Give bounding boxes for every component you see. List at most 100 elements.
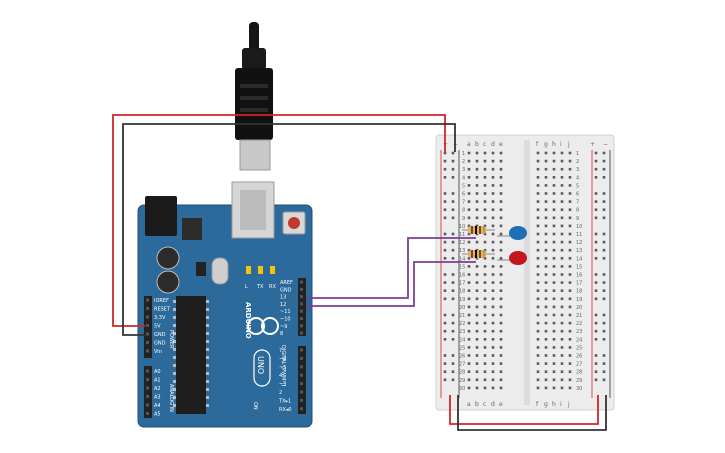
breadboard-hole[interactable] xyxy=(499,232,503,236)
breadboard-hole[interactable] xyxy=(568,151,572,155)
rail-hole[interactable] xyxy=(594,151,598,155)
digital-pin[interactable] xyxy=(300,295,303,299)
breadboard-hole[interactable] xyxy=(552,386,556,390)
rail-hole[interactable] xyxy=(451,370,455,373)
breadboard-hole[interactable] xyxy=(483,184,487,187)
rail-hole[interactable] xyxy=(443,297,447,301)
breadboard-hole[interactable] xyxy=(499,346,503,349)
digital-header-bottom[interactable] xyxy=(298,346,306,414)
rail-hole[interactable] xyxy=(451,248,455,252)
breadboard-hole[interactable] xyxy=(552,224,556,228)
rail-hole[interactable] xyxy=(443,208,447,211)
breadboard-hole[interactable] xyxy=(499,192,503,195)
breadboard-hole[interactable] xyxy=(475,289,479,292)
breadboard-hole[interactable] xyxy=(568,184,572,187)
breadboard-hole[interactable] xyxy=(544,346,548,349)
rail-hole[interactable] xyxy=(451,176,455,179)
rail-hole[interactable] xyxy=(443,313,447,317)
breadboard-hole[interactable] xyxy=(491,200,495,203)
breadboard-hole[interactable] xyxy=(491,216,495,220)
analog-pin[interactable] xyxy=(146,378,149,381)
rail-hole[interactable] xyxy=(594,176,598,179)
digital-pin[interactable] xyxy=(300,398,303,402)
breadboard-hole[interactable] xyxy=(568,370,572,373)
breadboard-hole[interactable] xyxy=(552,305,556,309)
breadboard-hole[interactable] xyxy=(560,370,564,373)
breadboard-hole[interactable] xyxy=(467,354,471,357)
breadboard-hole[interactable] xyxy=(568,378,572,382)
breadboard-hole[interactable] xyxy=(544,321,548,325)
digital-pin[interactable] xyxy=(300,317,303,320)
breadboard-hole[interactable] xyxy=(544,354,548,357)
breadboard-hole[interactable] xyxy=(536,176,540,179)
breadboard-hole[interactable] xyxy=(568,289,572,292)
breadboard-hole[interactable] xyxy=(560,297,564,301)
rail-hole[interactable] xyxy=(594,370,598,373)
rail-hole[interactable] xyxy=(594,297,598,301)
breadboard-hole[interactable] xyxy=(536,265,540,268)
breadboard-hole[interactable] xyxy=(536,305,540,309)
breadboard-hole[interactable] xyxy=(544,273,548,276)
digital-pin[interactable] xyxy=(300,390,303,394)
digital-pin[interactable] xyxy=(300,324,303,328)
breadboard-hole[interactable] xyxy=(568,273,572,276)
breadboard-hole[interactable] xyxy=(475,176,479,179)
breadboard-hole[interactable] xyxy=(475,297,479,301)
rail-hole[interactable] xyxy=(602,354,606,357)
rail-hole[interactable] xyxy=(602,378,606,382)
rail-hole[interactable] xyxy=(594,159,598,163)
breadboard-hole[interactable] xyxy=(544,176,548,179)
rail-hole[interactable] xyxy=(443,329,447,333)
digital-pin[interactable] xyxy=(300,373,303,377)
breadboard-hole[interactable] xyxy=(560,159,564,163)
breadboard-hole[interactable] xyxy=(536,370,540,373)
breadboard-hole[interactable] xyxy=(491,346,495,349)
rail-hole[interactable] xyxy=(451,329,455,333)
breadboard-hole[interactable] xyxy=(560,362,564,365)
breadboard-hole[interactable] xyxy=(552,273,556,276)
breadboard-hole[interactable] xyxy=(544,224,548,228)
breadboard-hole[interactable] xyxy=(483,338,487,341)
breadboard-hole[interactable] xyxy=(552,151,556,155)
breadboard-hole[interactable] xyxy=(536,378,540,382)
breadboard-holes[interactable] xyxy=(443,151,606,390)
rail-hole[interactable] xyxy=(443,289,447,292)
breadboard-hole[interactable] xyxy=(560,346,564,349)
rail-hole[interactable] xyxy=(602,297,606,301)
breadboard-hole[interactable] xyxy=(568,216,572,220)
wire-pin13-to-blue-led[interactable] xyxy=(306,237,476,299)
breadboard-hole[interactable] xyxy=(491,313,495,317)
breadboard-hole[interactable] xyxy=(467,232,471,236)
rail-hole[interactable] xyxy=(451,297,455,301)
rail-hole[interactable] xyxy=(443,370,447,373)
breadboard-hole[interactable] xyxy=(560,248,564,252)
digital-pin[interactable] xyxy=(300,407,303,411)
breadboard-hole[interactable] xyxy=(552,338,556,341)
breadboard-hole[interactable] xyxy=(475,224,479,228)
wire-left-power-to-right-power[interactable] xyxy=(449,395,599,425)
rail-hole[interactable] xyxy=(451,281,455,284)
breadboard-hole[interactable] xyxy=(560,273,564,276)
rail-hole[interactable] xyxy=(594,240,598,244)
rail-hole[interactable] xyxy=(602,362,606,365)
rail-hole[interactable] xyxy=(594,281,598,284)
breadboard-hole[interactable] xyxy=(560,313,564,317)
breadboard-hole[interactable] xyxy=(552,346,556,349)
rail-hole[interactable] xyxy=(594,354,598,357)
breadboard-hole[interactable] xyxy=(568,240,572,244)
breadboard-hole[interactable] xyxy=(568,386,572,390)
breadboard-hole[interactable] xyxy=(560,289,564,292)
breadboard-hole[interactable] xyxy=(467,167,471,171)
analog-pin[interactable] xyxy=(146,369,149,373)
breadboard-hole[interactable] xyxy=(552,184,556,187)
breadboard-hole[interactable] xyxy=(467,200,471,203)
rail-hole[interactable] xyxy=(451,338,455,341)
breadboard-hole[interactable] xyxy=(560,240,564,244)
breadboard-hole[interactable] xyxy=(467,281,471,284)
rail-hole[interactable] xyxy=(602,321,606,325)
breadboard-hole[interactable] xyxy=(483,329,487,333)
breadboard-hole[interactable] xyxy=(483,240,487,244)
breadboard-hole[interactable] xyxy=(568,281,572,284)
